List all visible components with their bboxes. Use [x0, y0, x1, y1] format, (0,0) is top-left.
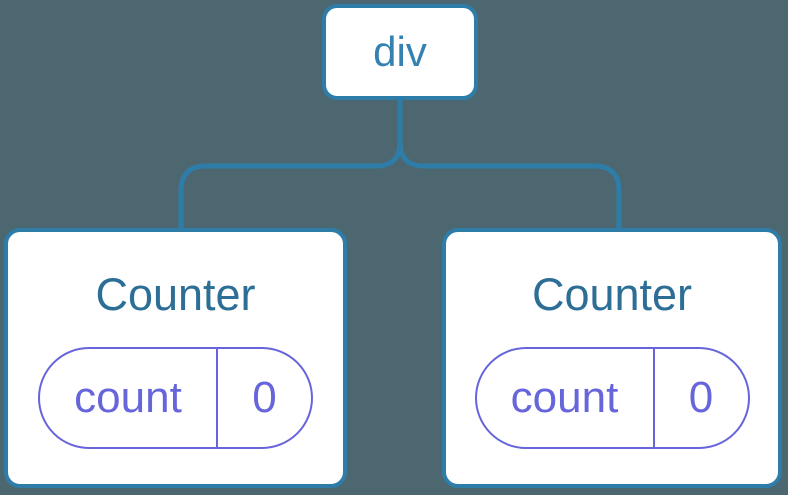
- connector-left-branch: [178, 98, 403, 232]
- tree-node-counter-left: Counter count 0: [4, 228, 347, 488]
- state-value: 0: [688, 373, 714, 422]
- component-name: Counter: [95, 269, 256, 320]
- state-value: 0: [252, 373, 277, 422]
- state-pill: count 0: [38, 347, 313, 449]
- tree-node-root: div: [322, 4, 478, 100]
- state-pill: count 0: [474, 347, 750, 449]
- tree-node-counter-right: Counter count 0: [442, 228, 782, 488]
- root-node-label: div: [373, 28, 427, 75]
- state-key: count: [477, 349, 655, 447]
- state-key: count: [40, 349, 218, 447]
- component-name: Counter: [531, 269, 693, 320]
- connector-right-branch: [397, 98, 622, 232]
